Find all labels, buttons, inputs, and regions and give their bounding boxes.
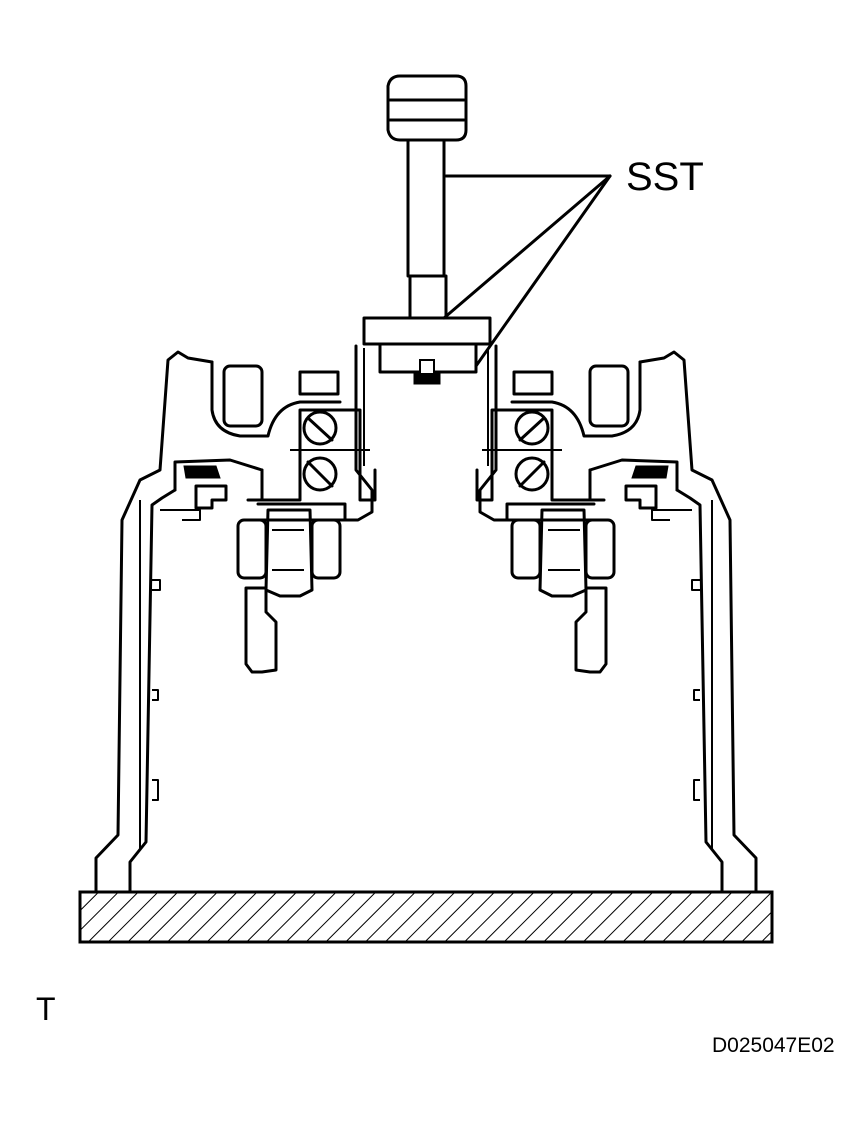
sst-leader-lines (442, 174, 612, 368)
sst-tool (362, 74, 492, 385)
sst-label: SST (626, 155, 704, 199)
figure-code: D025047E02 (712, 1034, 835, 1057)
base-plate (78, 890, 774, 944)
corner-mark: T (36, 991, 56, 1027)
left-housing (94, 344, 377, 894)
right-housing (475, 344, 758, 894)
